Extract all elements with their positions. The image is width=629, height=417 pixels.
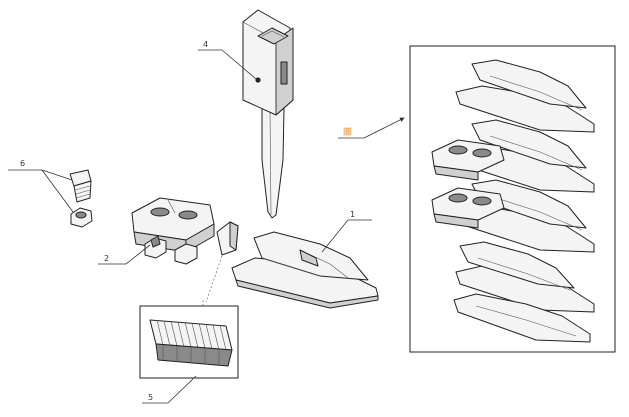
label-2: 2 [104, 254, 109, 263]
label-1: 1 [350, 210, 355, 219]
wedge-insert [216, 221, 239, 256]
stacked-clamp-2 [431, 187, 505, 229]
callout-2: 2 [98, 244, 151, 265]
stacked-tooth-5 [453, 293, 591, 343]
dashed-guide [205, 255, 223, 303]
part-6-bolt-nut [69, 169, 93, 228]
part-2-clamp-block [131, 197, 215, 265]
stacked-tooth-1 [455, 59, 595, 133]
callout-5: 5 [142, 375, 197, 404]
part-8-stacked-set [409, 45, 616, 353]
part-4-adapter-pin [242, 9, 294, 219]
callout-4: 4 [198, 40, 257, 80]
label-5: 5 [148, 393, 153, 402]
label-8: 8 [345, 127, 350, 136]
callout-1: 1 [321, 210, 372, 253]
stacked-clamp-1 [431, 139, 505, 181]
callout-8: 8 [338, 117, 405, 139]
teeth-row [149, 319, 233, 367]
stacked-tooth-4 [455, 241, 595, 313]
label-6: 6 [20, 159, 25, 168]
part-5-detail-box [139, 305, 239, 379]
callout-6: 6 [8, 159, 74, 213]
label-4: 4 [203, 40, 208, 49]
part-1-tooth [231, 231, 379, 309]
